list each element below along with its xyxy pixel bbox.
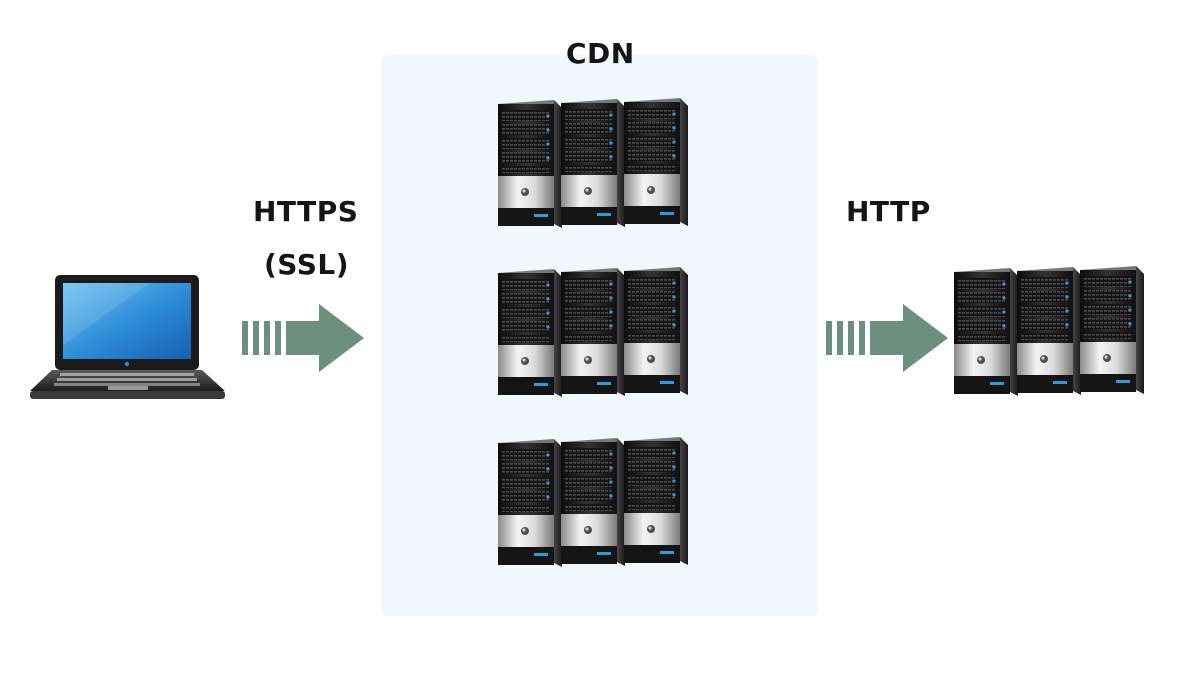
right-arrow-icon — [826, 304, 948, 372]
server-rack-icon — [954, 266, 1146, 398]
https-label: HTTPS — [253, 195, 359, 228]
server-rack-icon — [498, 437, 690, 569]
cdn-title: CDN — [566, 37, 635, 70]
ssl-label: (SSL) — [264, 248, 350, 281]
server-rack-icon — [498, 267, 690, 399]
right-arrow-icon — [242, 304, 364, 372]
laptop-icon — [30, 275, 225, 399]
http-label: HTTP — [846, 195, 931, 228]
server-rack-icon — [498, 98, 690, 230]
